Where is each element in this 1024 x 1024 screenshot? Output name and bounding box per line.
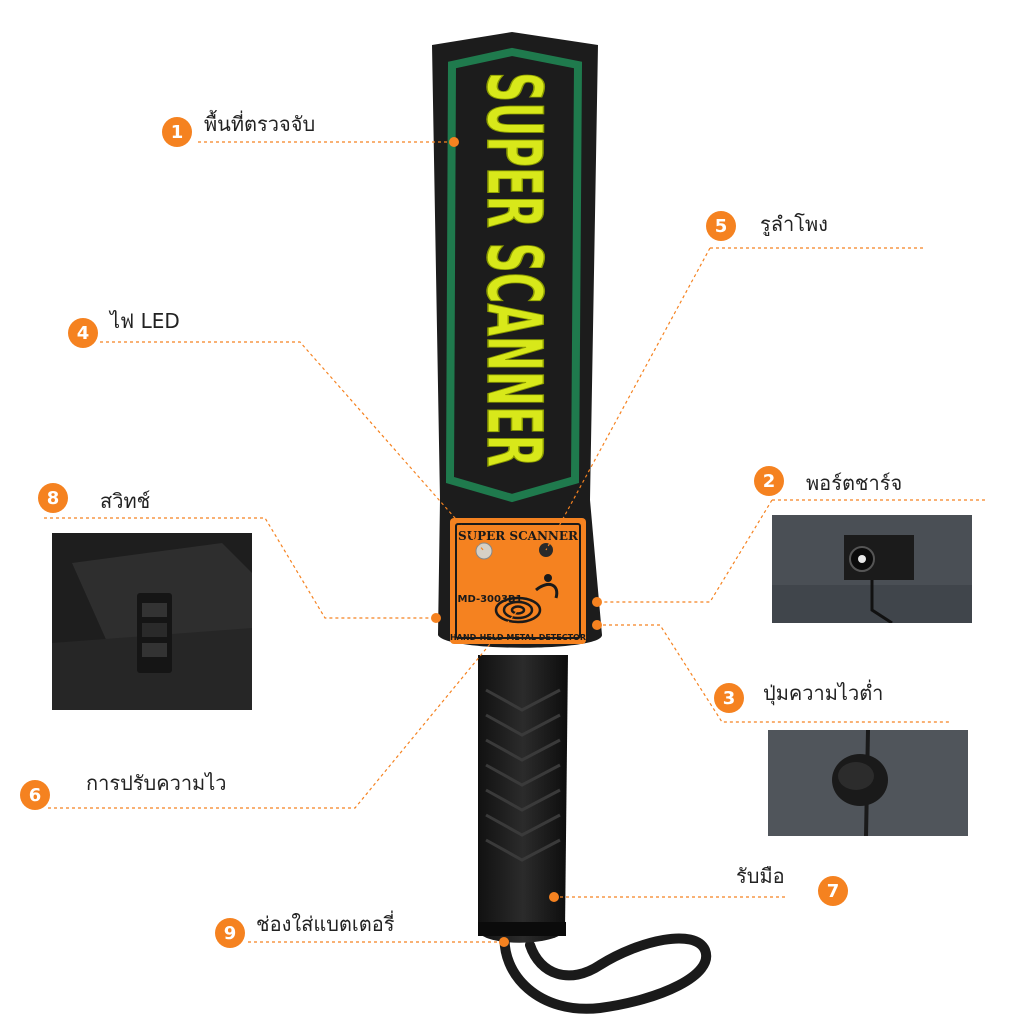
wrist-strap: [499, 927, 712, 1014]
panel-caption: HAND-HELD METAL DETECTOR: [450, 633, 586, 642]
callout-badge-9: 9: [215, 918, 245, 948]
switch-closeup: [52, 533, 252, 710]
callout-badge-7: 7: [818, 876, 848, 906]
handle: [478, 655, 568, 943]
detector-paddle: [432, 32, 602, 648]
model-number: MD-3003B1: [458, 594, 523, 605]
callout-label-switch: สวิทช์: [100, 489, 151, 513]
charge-port-side: [592, 597, 602, 607]
callout-label-sensitivity-adjust: การปรับความไว: [86, 771, 227, 795]
callout-label-speaker: รูลำโพง: [760, 212, 828, 236]
leader-lines: [44, 141, 985, 943]
handle-grip-ridges: [485, 688, 561, 862]
callout-badge-4: 4: [68, 318, 98, 348]
callout-badge-1: 1: [162, 117, 192, 147]
callout-label-charge-port: พอร์ตชาร์จ: [806, 471, 903, 495]
paddle-stripe: [445, 47, 583, 503]
callout-label-detection-area: พื้นที่ตรวจจับ: [204, 112, 316, 136]
power-switch-side: [431, 613, 441, 623]
battery-cover: [478, 922, 566, 936]
panel-brand: SUPER SCANNER: [458, 529, 579, 543]
callout-badge-8: 8: [38, 483, 68, 513]
callout-label-grip: รับมือ: [736, 864, 785, 888]
sensitivity-dial: [494, 596, 542, 624]
callout-label-low-sensitivity: ปุ่มความไวต่ำ: [763, 681, 884, 705]
callout-badge-6: 6: [20, 780, 50, 810]
detection-area-point: [449, 137, 459, 147]
charge-port-closeup: [772, 515, 972, 623]
callout-label-battery: ช่องใส่แบตเตอรี่: [256, 912, 395, 936]
led-light: [475, 542, 493, 560]
callout-label-led: ไฟ LED: [110, 309, 180, 333]
brand-label: SUPER SCANNER: [470, 72, 559, 467]
low-sensitivity-button-closeup: [768, 730, 968, 836]
callout-badge-2: 2: [754, 466, 784, 496]
callout-badge-3: 3: [714, 683, 744, 713]
callout-badge-5: 5: [706, 211, 736, 241]
battery-point: [499, 937, 509, 947]
